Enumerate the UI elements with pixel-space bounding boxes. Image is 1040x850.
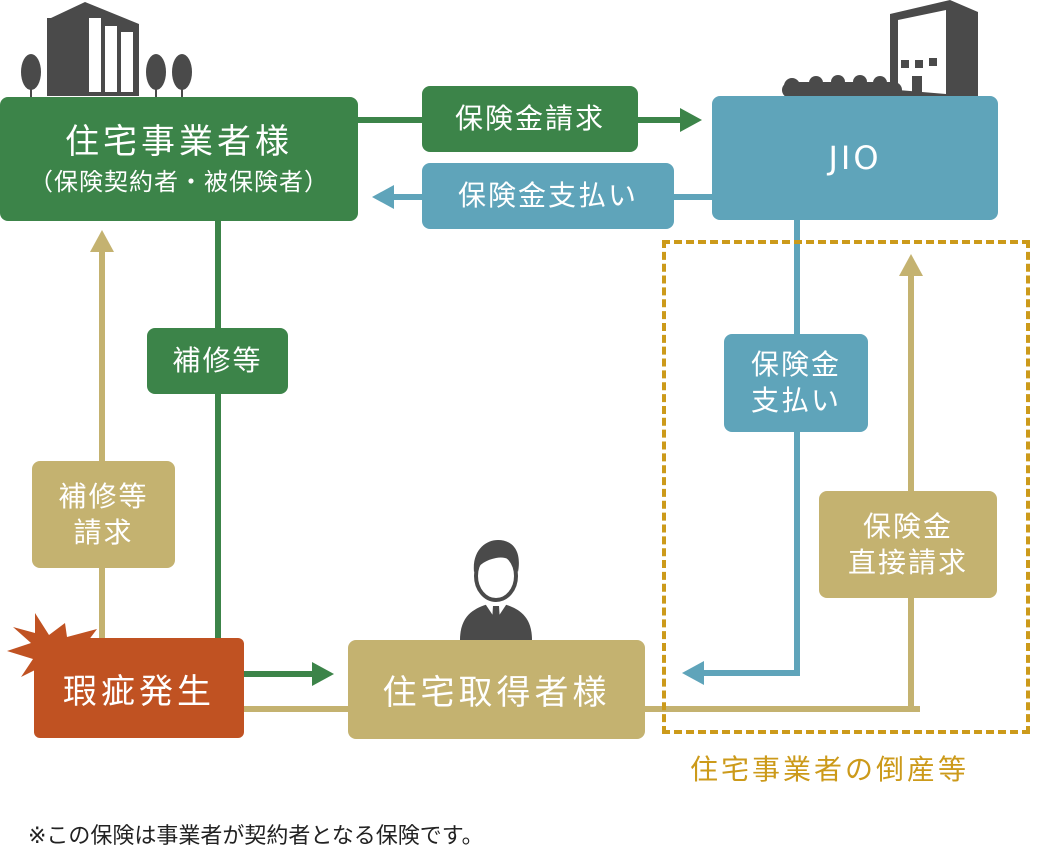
repair-label-text: 補修等	[172, 344, 263, 377]
claim-label: 保険金請求	[422, 86, 638, 152]
office-building-with-hedge-icon	[782, 0, 978, 102]
payment-to-builder-arrowhead	[372, 185, 394, 209]
payment-to-buyer-label: 保険金 支払い	[724, 334, 868, 432]
repair-request-line1: 補修等	[58, 479, 149, 513]
businessman-avatar-icon	[460, 540, 532, 640]
builder-title: 住宅事業者様	[65, 122, 293, 162]
jio-node: JIO	[712, 96, 998, 220]
bankruptcy-zone	[662, 240, 1030, 734]
repair-label: 補修等	[147, 328, 288, 394]
buyer-node: 住宅取得者様	[348, 640, 645, 739]
jio-title: JIO	[828, 139, 882, 177]
payment-to-builder-label-text: 保険金支払い	[457, 179, 638, 212]
payment-to-buyer-line1: 保険金	[750, 348, 841, 381]
repair-request-label: 補修等 請求	[32, 461, 175, 568]
payment-to-builder-label: 保険金支払い	[422, 163, 674, 229]
buyer-title: 住宅取得者様	[382, 673, 611, 713]
defect-title: 瑕疵発生	[63, 671, 215, 712]
repair-line	[215, 215, 221, 640]
claim-label-text: 保険金請求	[454, 102, 605, 135]
builder-subtitle: （保険契約者・被保険者）	[29, 168, 329, 196]
payment-to-buyer-arrowhead	[682, 661, 704, 685]
direct-claim-label: 保険金 直接請求	[819, 491, 997, 598]
repair-request-arrowhead	[90, 230, 114, 252]
defect-to-buyer-arrowhead	[312, 662, 334, 686]
bankruptcy-zone-label: 住宅事業者の倒産等	[690, 753, 970, 786]
repair-request-line	[99, 250, 105, 640]
repair-request-line2: 請求	[73, 515, 134, 549]
office-building-with-trees-icon	[21, 2, 192, 98]
builder-node: 住宅事業者様 （保険契約者・被保険者）	[0, 97, 358, 221]
defect-to-buyer-line	[240, 671, 316, 677]
footnote: ※この保険は事業者が契約者となる保険です。	[28, 824, 484, 849]
defect-node: 瑕疵発生	[34, 638, 244, 738]
payment-to-buyer-horizontal	[700, 670, 800, 676]
direct-claim-line2: 直接請求	[847, 545, 968, 579]
payment-to-buyer-line2: 支払い	[750, 384, 841, 417]
direct-claim-line1: 保険金	[862, 509, 953, 543]
direct-claim-arrowhead	[899, 254, 923, 276]
claim-arrowhead	[680, 108, 702, 132]
payment-to-buyer-line	[794, 215, 800, 676]
